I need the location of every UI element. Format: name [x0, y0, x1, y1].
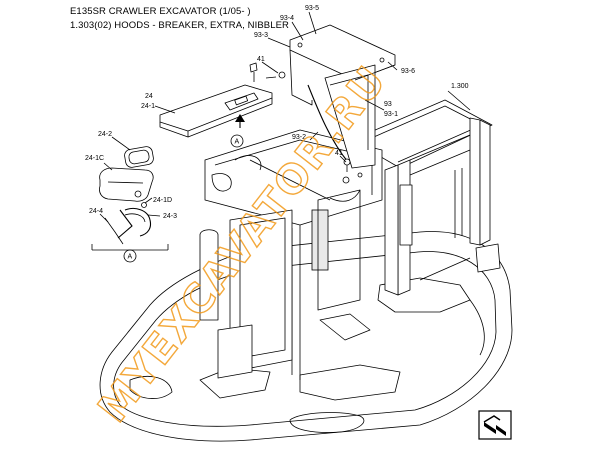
leader-lines	[99, 11, 471, 223]
detail-marker-a-top	[230, 134, 244, 148]
watermark-text: MYEXCAVATOR.RU	[90, 57, 396, 431]
base-platform	[99, 231, 513, 442]
callout-24-1: 24-1	[141, 103, 155, 110]
callout-41-upper: 41	[257, 56, 265, 63]
cover-93	[289, 24, 396, 169]
main-frame-1300	[351, 99, 501, 296]
callout-24-2: 24-2	[98, 131, 112, 138]
diagram-title-model: E135SR CRAWLER EXCAVATOR (1/05- )	[70, 6, 251, 17]
callout-93-3: 93-3	[254, 32, 268, 39]
callout-24-4: 24-4	[89, 208, 103, 215]
next-page-arrow-icon[interactable]	[478, 410, 512, 440]
callout-1300: 1.300	[451, 83, 469, 90]
callout-93-2: 93-2	[292, 134, 306, 141]
detail-marker-a-bottom	[123, 249, 137, 263]
hood-24	[159, 84, 273, 138]
callout-93-1: 93-1	[384, 111, 398, 118]
bolt-41-upper	[265, 71, 286, 79]
callout-93-5: 93-5	[305, 5, 319, 12]
engine-compartment	[199, 129, 383, 380]
callout-41-lower: 41	[335, 150, 343, 157]
callout-24-1c: 24-1C	[85, 155, 104, 162]
callout-93-4: 93-4	[280, 15, 294, 22]
callout-93-6: 93-6	[401, 68, 415, 75]
callout-24-1d: 24-1D	[153, 197, 172, 204]
callout-24-3: 24-3	[163, 213, 177, 220]
bolt-41-lower	[343, 158, 351, 172]
detail-label-a-top: A	[235, 139, 240, 146]
bolt-93-2	[249, 62, 258, 82]
callout-93: 93	[384, 101, 392, 108]
detail-label-a-bottom: A	[128, 254, 133, 261]
diagram-title-section: 1.303(02) HOODS - BREAKER, EXTRA, NIBBLE…	[70, 20, 289, 31]
callout-24: 24	[145, 93, 153, 100]
